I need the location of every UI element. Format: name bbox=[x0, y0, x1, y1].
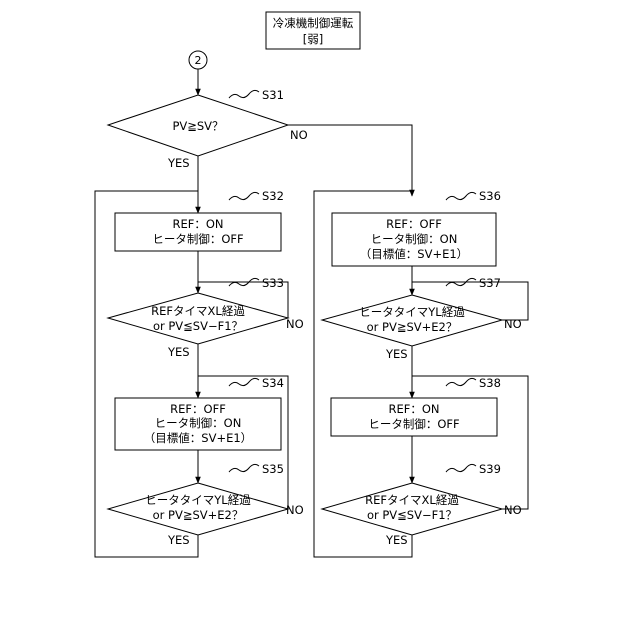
s33-yes: YES bbox=[167, 345, 190, 359]
s38-label: S38 bbox=[479, 376, 501, 390]
process-s38: REF：ON ヒータ制御：OFF bbox=[331, 398, 497, 436]
s31-squiggle bbox=[229, 90, 259, 98]
s35-line1: ヒータタイマYL経過 bbox=[145, 493, 251, 507]
s33-line2: or PV≦SV−F1？ bbox=[153, 319, 243, 333]
process-s34: REF：OFF ヒータ制御：ON （目標値：SV+E1） bbox=[115, 398, 281, 450]
connector-2: 2 bbox=[189, 51, 207, 69]
s37-label: S37 bbox=[479, 276, 501, 290]
svg-text:2: 2 bbox=[195, 54, 202, 67]
s37-yes: YES bbox=[385, 347, 408, 361]
s32-label: S32 bbox=[262, 189, 284, 203]
s36-squiggle bbox=[446, 192, 476, 200]
s35-yes: YES bbox=[167, 533, 190, 547]
s34-label: S34 bbox=[262, 376, 284, 390]
s33-label: S33 bbox=[262, 276, 284, 290]
s35-label: S35 bbox=[262, 462, 284, 476]
s37-line2: or PV≧SV+E2？ bbox=[367, 320, 458, 334]
s39-no: NO bbox=[504, 503, 522, 517]
process-s36: REF：OFF ヒータ制御：ON （目標値：SV+E1） bbox=[332, 213, 496, 266]
s36-line2: ヒータ制御：ON bbox=[371, 232, 458, 246]
s31-yes: YES bbox=[167, 156, 190, 170]
title-box: 冷凍機制御運転 [弱] bbox=[266, 12, 360, 49]
s39-label: S39 bbox=[479, 462, 501, 476]
s39-line2: or PV≦SV−F1？ bbox=[367, 508, 457, 522]
title-line1: 冷凍機制御運転 bbox=[273, 16, 354, 30]
decision-s33: REFタイマXL経過 or PV≦SV−F1？ bbox=[108, 293, 288, 344]
process-s32: REF：ON ヒータ制御：OFF bbox=[115, 213, 281, 251]
s38-squiggle bbox=[446, 378, 476, 386]
s31-text: PV≧SV？ bbox=[172, 119, 223, 133]
s37-line1: ヒータタイマYL経過 bbox=[359, 305, 465, 319]
s31-label: S31 bbox=[262, 88, 284, 102]
decision-s39: REFタイマXL経過 or PV≦SV−F1？ bbox=[322, 483, 502, 535]
s32-line1: REF：ON bbox=[172, 217, 223, 231]
decision-s37: ヒータタイマYL経過 or PV≧SV+E2？ bbox=[322, 295, 502, 346]
s31-no: NO bbox=[290, 128, 308, 142]
s32-squiggle bbox=[229, 192, 259, 200]
s39-line1: REFタイマXL経過 bbox=[365, 493, 459, 507]
s34-line3: （目標値：SV+E1） bbox=[144, 431, 252, 445]
s35-squiggle bbox=[229, 464, 259, 472]
s32-line2: ヒータ制御：OFF bbox=[152, 232, 243, 246]
s38-line1: REF：ON bbox=[388, 402, 439, 416]
s39-yes: YES bbox=[385, 533, 408, 547]
s36-line1: REF：OFF bbox=[386, 217, 442, 231]
s39-squiggle bbox=[446, 464, 476, 472]
s34-line2: ヒータ制御：ON bbox=[155, 416, 242, 430]
title-line2: [弱] bbox=[303, 32, 323, 46]
decision-s31: PV≧SV？ bbox=[108, 95, 288, 156]
s34-squiggle bbox=[229, 378, 259, 386]
s38-line2: ヒータ制御：OFF bbox=[368, 417, 459, 431]
s35-line2: or PV≧SV+E2？ bbox=[153, 508, 244, 522]
s33-line1: REFタイマXL経過 bbox=[151, 304, 245, 318]
s35-no: NO bbox=[286, 503, 304, 517]
s36-line3: （目標値：SV+E1） bbox=[360, 247, 468, 261]
s33-no: NO bbox=[286, 317, 304, 331]
s34-line1: REF：OFF bbox=[170, 402, 226, 416]
s37-no: NO bbox=[504, 317, 522, 331]
decision-s35: ヒータタイマYL経過 or PV≧SV+E2？ bbox=[108, 483, 288, 535]
s36-label: S36 bbox=[479, 189, 501, 203]
